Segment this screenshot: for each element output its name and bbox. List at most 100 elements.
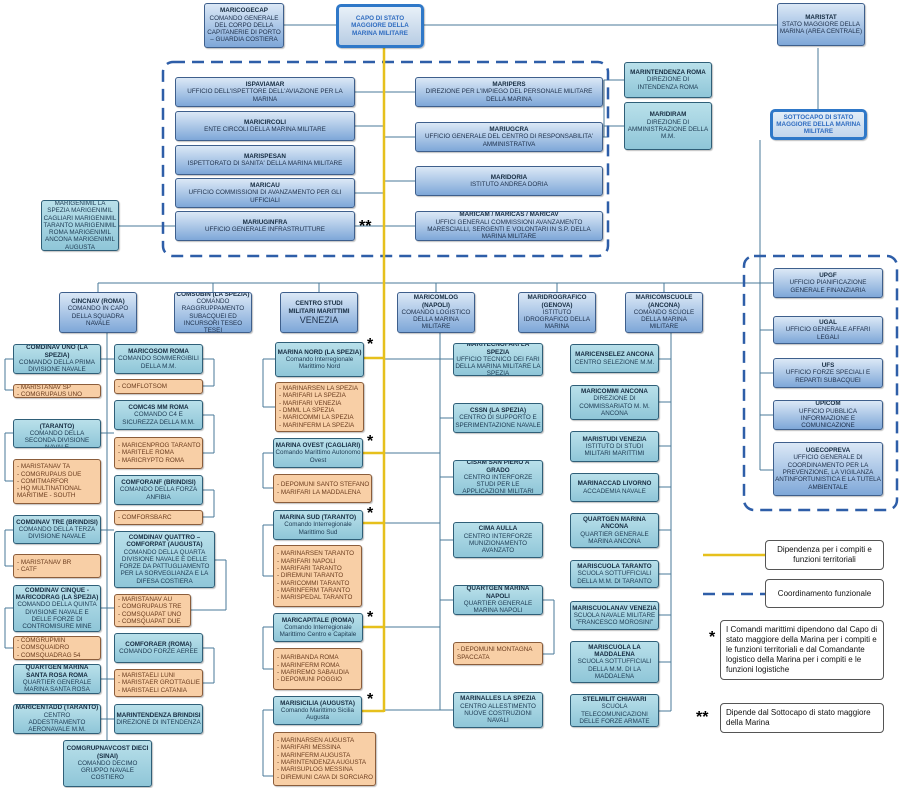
org-unit-sottocapo: SOTTOCAPO DI STATO MAGGIORE DELLA MARINA… (770, 109, 867, 140)
subunit-item: MARIREMO SABAUDIA (277, 669, 360, 676)
unit-title: MARICOGECAP (220, 7, 268, 15)
subunit-item: COMFORSBARC (118, 514, 201, 521)
unit-title: MARIDROGRAFICO (GENOVA) (527, 294, 587, 309)
unit-description: COMANDO DELLA PRIMA DIVISIONE NAVALE (19, 359, 95, 374)
unit-description: CENTRO ALLESTIMENTO NUOVE COSTRUZIONI NA… (460, 702, 536, 725)
subunit-item: MARISTANAV TA (17, 463, 99, 470)
unit-title: UFS (821, 362, 835, 370)
unit-description: COMANDO C4 E SICUREZZA DELLA M.M. (122, 411, 195, 426)
unit-description: COMANDO SOMMERGIBILI DELLA M.M. (118, 355, 199, 370)
unit-description: UFFICIO PUBBLICA INFORMAZIONE E COMUNICA… (798, 407, 858, 430)
star-marker: * (367, 609, 374, 626)
subunit-item: MARICRYPTO ROMA (118, 457, 201, 464)
unit-title: MARISICILIA (AUGUSTA) (280, 699, 355, 707)
subunit-item: COMSQUAPAT UNO (118, 611, 189, 618)
unit-title: MARISTAT (805, 13, 837, 21)
unit-title: SOTTOCAPO DI STATO MAGGIORE DELLA MARINA… (776, 113, 861, 136)
unit-description: ISTITUTO ANDREA DORIA (470, 181, 548, 188)
unit-description: COMANDO RAGGRUPPAMENTO SUBACQUEI ED INCU… (181, 297, 245, 333)
star-marker: * (367, 336, 374, 353)
unit-description: Comando Marittimo Sicilia Augusta (280, 706, 355, 722)
org-unit-comforaer: COMFORAER (ROMA)COMANDO FORZE AEREE (114, 633, 203, 663)
unit-description: CENTRO INTERFORZE STUDI PER LE APPLICAZI… (462, 473, 534, 495)
subunit-list-l-napoli: DEPOMUNI MONTAGNA SPACCATA (453, 642, 543, 665)
org-unit-maricentadd: MARICENTADD (TARANTO)CENTRO ADDESTRAMENT… (13, 704, 101, 734)
subunit-item: COMSQUAPAT DUE (118, 618, 189, 625)
org-unit-comsubin: COMSUBIN (LA SPEZIA)COMANDO RAGGRUPPAMEN… (174, 292, 252, 333)
unit-title: COMDINAV TRE (BRINDISI) (16, 518, 98, 526)
unit-title: MARISCUOLA TARANTO (577, 563, 652, 571)
unit-title: COMDINAV UNO (LA SPEZIA) (26, 344, 88, 359)
subunit-item: COMFLOTSOM (118, 383, 201, 390)
subunit-item: MARISTANAV BR (17, 559, 99, 566)
subunit-item: MARISUPLOG MESSINA (277, 766, 374, 773)
unit-title: MARIPERS (492, 81, 526, 89)
subunit-item: DIREMUNI CAVA DI SORCIARO (277, 774, 374, 781)
subunit-item: MARICENPROG TARANTO (118, 442, 201, 449)
unit-title: MARITECNOFARI LA SPEZIA (466, 343, 530, 356)
subunit-item: COMGRUPAUS UNO (17, 391, 99, 397)
subunit-list-l-comforaer: MARISTAELI LUNIMARISTAER GROTTAGLIEMARIS… (114, 669, 203, 697)
org-unit-comgrupnavcost: COMGRUPNAVCOST DIECI (SINAI)COMANDO DECI… (63, 740, 152, 787)
unit-description: COMANDO SCUOLE DELLA MARINA MILITARE (633, 308, 695, 331)
unit-description: COMANDO DECIMO GRUPPO NAVALE COSTIERO (77, 759, 138, 782)
unit-title: COMFORANF (BRINDISI) (121, 479, 196, 487)
star-marker: * (367, 433, 374, 450)
unit-title: MARINA NORD (LA SPEZIA) (277, 348, 362, 356)
subunit-item: MARINARSEN TARANTO (277, 550, 360, 557)
unit-title: MARISCUOLANAV VENEZIA (572, 604, 657, 612)
unit-title: MARIDORIA (490, 173, 528, 181)
org-unit-marigenimil: MARIGENIMIL LA SPEZIA MARIGENIMIL CAGLIA… (41, 200, 119, 251)
unit-title: ISPAVIAMAR (245, 81, 285, 89)
subunit-item: MARISTANAV SP (17, 385, 99, 391)
unit-title: MARIUGCRA (489, 126, 529, 134)
unit-description: COMANDO DELLA QUINTA DIVISIONE NAVALE E … (17, 601, 97, 631)
unit-title: MARINALLES LA SPEZIA (460, 695, 536, 703)
unit-title: MARINA OVEST (CAGLIARI) (275, 442, 361, 450)
unit-title: MARICIRCOLI (244, 118, 286, 126)
unit-description: COMANDO DELLA SECONDA DIVISIONE NAVALE (24, 429, 90, 448)
org-unit-marisicilia: MARISICILIA (AUGUSTA)Comando Marittimo S… (273, 696, 362, 725)
unit-description: Comando Interregionale Marittimo Sud (284, 521, 352, 536)
star-marker: * (367, 505, 374, 522)
subunit-item: MARIFARI NAPOLI (277, 558, 360, 565)
legend-double-star-marker: ** (696, 709, 709, 726)
unit-description: CENTRO SELEZIONE M.M. (574, 358, 655, 366)
subunit-item: COMSQUAIDRO (17, 644, 99, 651)
subunit-list-l-due: MARISTANAV TACOMGRUPAUS DUECOMITMARFORHQ… (13, 459, 101, 504)
unit-title: MARINTENDENZA BRINDISI (116, 711, 201, 719)
legend-note-single-star: I Comandi marittimi dipendono dal Capo d… (720, 620, 884, 680)
unit-title: MARICAU (250, 182, 280, 190)
unit-description: MARIGENIMIL LA SPEZIA MARIGENIMIL CAGLIA… (43, 200, 117, 251)
unit-title: MARIDIRAM (649, 111, 687, 119)
unit-title: UGECOPREVA (805, 447, 851, 455)
unit-description: SCUOLA SOTTUFFICIALI DELLA M.M. DI LA MA… (577, 658, 652, 680)
unit-description: QUARTIER GENERALE MARINA NAPOLI (463, 600, 533, 615)
org-unit-comdinav-quattro: COMDINAV QUATTRO – COMFORPAT (AUGUSTA)CO… (114, 531, 215, 588)
unit-title: CIMA AULLA (478, 525, 518, 533)
unit-title: UPICOM (815, 400, 841, 408)
subunit-item: MARIFARI LA MADDALENA (277, 489, 370, 496)
subunit-list-l-comforsbarc: COMFORSBARC (114, 510, 203, 525)
subunit-item: COMGRUPAUS DUE (17, 471, 99, 478)
subunit-item: MARICOMMI TARANTO (277, 580, 360, 587)
unit-description: DIREZIONE DI INTENDENZA ROMA (637, 76, 699, 91)
subunit-item: MARISTAER GROTTAGLIE (118, 679, 201, 686)
subunit-item: MARIBANDA ROMA (277, 654, 360, 661)
